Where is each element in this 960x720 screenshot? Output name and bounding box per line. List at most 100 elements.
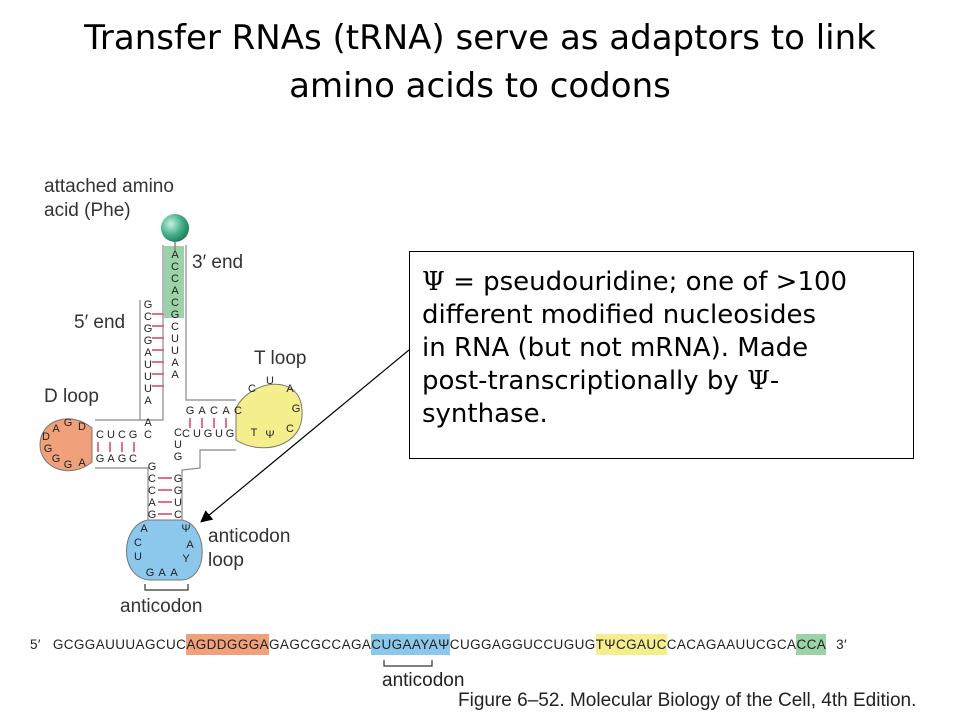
base-acceptor-3p: C [171,273,179,285]
seq-segment: GAGCGCCAGA [269,637,372,652]
base-d-stem-top: G [129,429,138,441]
label-t-loop: T loop [254,348,306,369]
base-d-stem-bottom: G [118,453,127,465]
base-d-loop: D [78,421,86,433]
base-t-loop: C [286,423,294,435]
base-anticodon-stem-right: G [174,485,183,497]
anticodon-loop-shape [126,519,203,581]
callout-line-5: synthase. [422,399,548,429]
base-acceptor-3p: C [171,261,179,273]
base-acceptor-3p: A [171,369,179,381]
label-3-end: 3′ end [192,252,243,273]
base-anticodon-loop: A [158,567,166,579]
base-d-loop: G [64,459,73,471]
base-acceptor-3p: U [171,345,179,357]
backbone-outline [95,245,236,520]
base-anticodon-loop: A [140,523,148,535]
acceptor-region [164,246,184,318]
base-t-stem-bottom: G [226,428,235,440]
figure-caption: Figure 6–52. Molecular Biology of the Ce… [458,690,917,711]
callout-arrow [200,349,410,523]
base-acceptor-3p: A [171,249,179,261]
callout-line-2: different modified nucleosides [422,300,816,330]
base-d-loop: G [44,443,53,455]
seq-anticodon-label: anticodon [382,670,465,691]
base-anticodon-loop: Y [182,553,190,565]
psi-symbol: Ψ [747,366,770,396]
base-acceptor-3p: C [171,321,179,333]
base-d-stem-bottom: A [107,453,115,465]
label-d-loop: D loop [44,386,99,407]
base-anticodon-stem-left: A [148,497,156,509]
callout-line-4: post-transcriptionally by Ψ- [422,366,780,396]
seq-segment: GCGGAUUUAGCUC [52,637,187,652]
seq-segment: CUGGAGGUCCUGUG [449,637,596,652]
base-t-stem-top: A [198,405,206,417]
base-d-loop: D [42,431,50,443]
base-t-stem-top: C [210,405,218,417]
seq-d-loop: AGDDGGGA [186,634,270,655]
base-acceptor-5p: C [144,311,152,323]
base-anticodon-stem-left: C [148,473,156,485]
base-d-stem-bottom: C [129,453,137,465]
base-acceptor-5p: U [144,359,152,371]
title-line-2: amino acids to codons [289,66,671,106]
base-d-loop: A [78,457,86,469]
base-acceptor-5p: G [144,335,153,347]
base-acceptor-5p: A [144,395,152,407]
trna-sequence: 5′ GCGGAUUUAGCUCAGDDGGGAGAGCGCCAGACUGAAYA… [30,633,847,657]
label-anticodon-loop-1: anticodon [208,526,290,547]
base-d-stem-bottom: G [96,453,105,465]
base-mid-right: C [174,427,182,439]
base-mid-right: G [174,451,183,463]
t-loop-shape [235,383,303,449]
label-attached-amino-1: attached amino [44,176,174,197]
base-d-stem-top: C [96,429,104,441]
slide-title: Transfer RNAs (tRNA) serve as adaptors t… [20,14,940,110]
base-t-stem-bottom: U [193,428,201,440]
base-anticodon-loop: U [134,551,142,563]
base-d-loop: G [64,417,73,429]
base-t-loop: U [266,375,274,387]
base-pairs [97,313,227,515]
base-mid-right: U [174,439,182,451]
label-anticodon: anticodon [120,596,202,617]
base-t-loop: Ψ [265,429,274,441]
seq-t-loop: TΨCGAUC [595,634,667,655]
base-t-stem-top: A [222,405,230,417]
base-acceptor-5p: G [144,299,153,311]
base-mid-left: C [144,429,152,441]
seq-anticodon-region: CUGAAYAΨ [371,634,450,655]
base-anticodon-loop: C [134,537,142,549]
base-acceptor-3p: G [171,309,180,321]
psi-symbol: Ψ [422,267,445,297]
label-attached-amino-2: acid (Phe) [44,200,131,221]
base-t-loop: G [292,403,301,415]
base-d-loop: A [52,423,60,435]
base-anticodon-stem-left: G [148,461,157,473]
seq-5-end: 5′ [30,637,41,652]
base-t-loop: A [286,383,294,395]
base-d-loop: G [52,453,61,465]
seq-3-end: 3′ [836,637,848,652]
base-anticodon-loop: Ψ [181,523,190,535]
base-t-loop: T [251,427,258,439]
base-acceptor-5p: U [144,383,152,395]
base-acceptor-5p: U [144,371,152,383]
base-acceptor-5p: A [144,347,152,359]
base-anticodon-stem-right: G [174,473,183,485]
pseudouridine-callout: Ψ = pseudouridine; one of >100 different… [409,251,914,459]
seq-acceptor: CCA [796,634,827,655]
base-t-loop: C [248,383,256,395]
base-anticodon-loop: A [170,567,178,579]
base-d-stem-top: C [118,429,126,441]
base-anticodon-loop: G [146,567,155,579]
base-d-stem-top: U [107,429,115,441]
base-t-stem-top: G [186,405,195,417]
base-t-stem-bottom: G [204,428,213,440]
label-anticodon-loop-2: loop [208,550,244,571]
base-acceptor-3p: C [171,297,179,309]
base-t-stem-bottom: U [215,428,223,440]
